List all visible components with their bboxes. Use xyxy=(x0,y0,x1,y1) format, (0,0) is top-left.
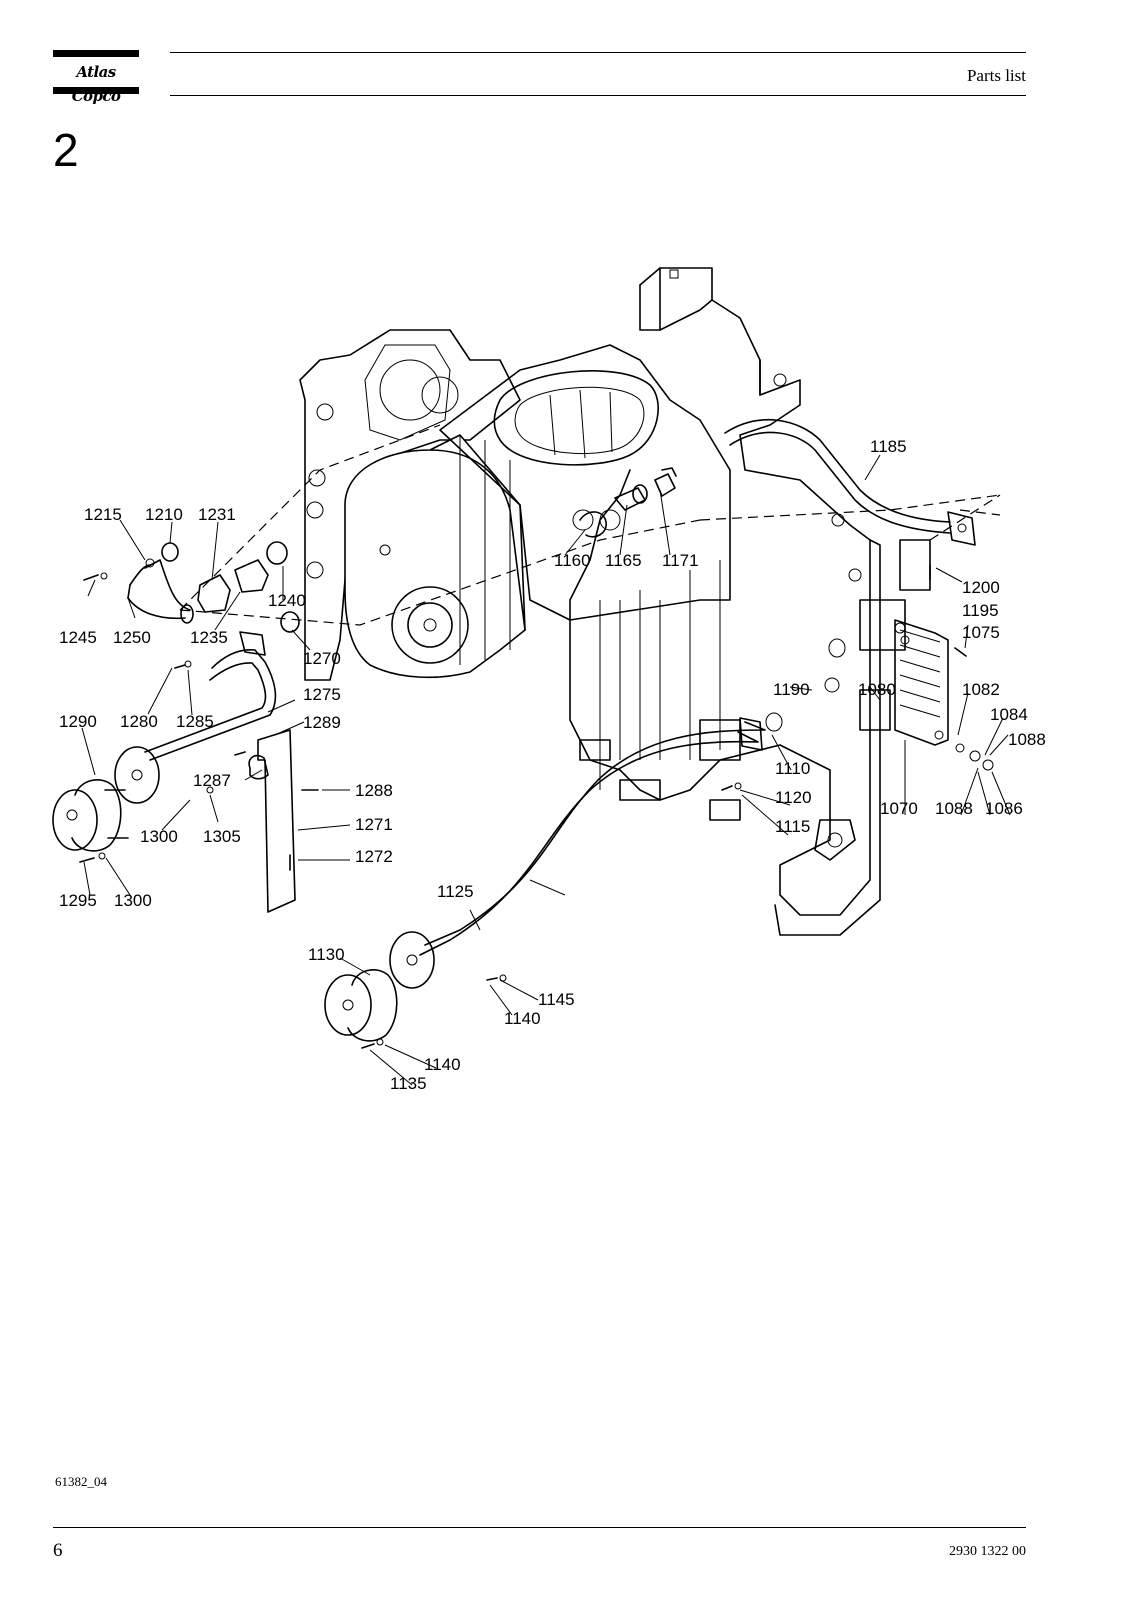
reference-lines xyxy=(179,424,1001,626)
callout-1088-lower: 1088 xyxy=(935,799,973,818)
callout-1271: 1271 xyxy=(355,815,393,834)
callout-1231: 1231 xyxy=(198,505,236,524)
callout-1135: 1135 xyxy=(390,1074,427,1093)
pipe-1125 xyxy=(419,717,766,956)
pipe-1185 xyxy=(724,419,976,546)
upper-housing xyxy=(439,344,731,621)
callout-1300-upper: 1300 xyxy=(140,827,178,846)
callout-1287: 1287 xyxy=(193,771,231,790)
callout-1110: 1110 xyxy=(775,759,810,778)
callout-1240: 1240 xyxy=(268,591,306,610)
callout-1285: 1285 xyxy=(176,712,214,731)
callout-1084: 1084 xyxy=(990,705,1028,724)
callout-1289: 1289 xyxy=(303,713,341,732)
callout-1075: 1075 xyxy=(962,623,1000,642)
callout-1290: 1290 xyxy=(59,712,97,731)
bolts-and-washers xyxy=(79,564,994,1049)
callout-1272: 1272 xyxy=(355,847,393,866)
callout-1288: 1288 xyxy=(355,781,393,800)
header-rule-bottom xyxy=(170,95,1026,96)
callout-labels: 1215 1210 1231 1245 1250 1235 1240 1270 … xyxy=(59,437,1046,1093)
callout-1088-upper: 1088 xyxy=(1008,730,1046,749)
callout-1070: 1070 xyxy=(880,799,918,818)
oil-cooler-1070 xyxy=(894,619,949,746)
hose-1250 xyxy=(127,558,194,624)
callout-1160: 1160 xyxy=(554,551,591,570)
callout-1082: 1082 xyxy=(962,680,1000,699)
coupling-1130 xyxy=(324,931,435,1042)
drive-housing xyxy=(344,434,526,679)
callout-1215: 1215 xyxy=(84,505,122,524)
callout-1190: 1190 xyxy=(773,680,810,699)
document-number: 2930 1322 00 xyxy=(949,1544,1026,1559)
callout-1140-lower: 1140 xyxy=(424,1055,461,1074)
bracket-1271 xyxy=(248,729,296,913)
header-title: Parts list xyxy=(966,66,1026,85)
callout-1080: 1080 xyxy=(858,680,896,699)
coupling-1290 xyxy=(52,746,160,852)
callout-1235: 1235 xyxy=(190,628,228,647)
callout-1086: 1086 xyxy=(985,799,1023,818)
pipe-1275 xyxy=(144,631,277,761)
callout-1280: 1280 xyxy=(120,712,158,731)
callout-1295: 1295 xyxy=(59,891,97,910)
callout-1210: 1210 xyxy=(145,505,183,524)
callout-1305: 1305 xyxy=(203,827,241,846)
callout-1140-upper: 1140 xyxy=(504,1009,541,1028)
callout-1125: 1125 xyxy=(437,882,474,901)
footer-rule xyxy=(53,1527,1026,1528)
callout-1275: 1275 xyxy=(303,685,341,704)
callout-1115: 1115 xyxy=(775,817,810,836)
section-number: 2 xyxy=(53,124,79,176)
callout-1130: 1130 xyxy=(308,945,345,964)
atlas-copco-logo: Atlas Copco xyxy=(53,50,139,105)
callout-1300-lower: 1300 xyxy=(114,891,152,910)
callout-1120: 1120 xyxy=(775,788,812,807)
callout-1195: 1195 xyxy=(962,601,999,620)
drawing-id: 61382_04 xyxy=(55,1474,107,1489)
callout-1171: 1171 xyxy=(662,551,699,570)
leader-lines xyxy=(81,454,1011,1086)
page-number: 6 xyxy=(53,1540,63,1561)
callout-1270: 1270 xyxy=(303,649,341,668)
callout-1245: 1245 xyxy=(59,628,97,647)
callout-1165: 1165 xyxy=(605,551,642,570)
header-rule-top xyxy=(170,52,1026,53)
callout-1185: 1185 xyxy=(870,437,907,456)
callout-1145: 1145 xyxy=(538,990,575,1009)
callout-1250: 1250 xyxy=(113,628,151,647)
compressor-housing xyxy=(569,267,931,936)
callout-1200: 1200 xyxy=(962,578,1000,597)
